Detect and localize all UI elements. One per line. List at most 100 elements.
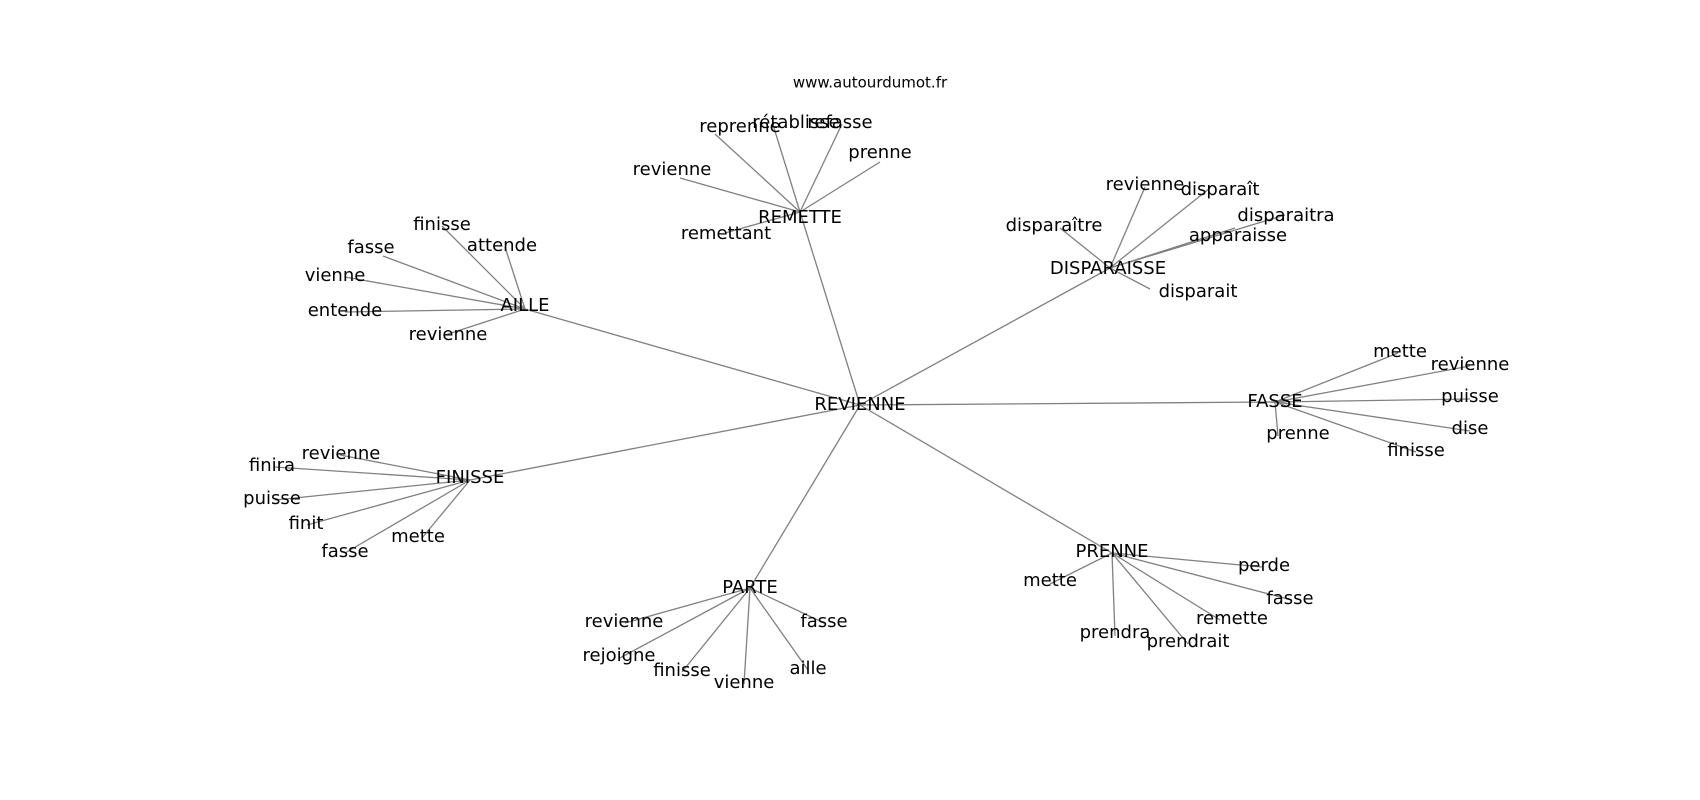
- word-node-label: rétablisse: [752, 112, 839, 133]
- hub-to-word-edge: [1111, 552, 1189, 645]
- center-to-hub-edge: [469, 404, 861, 481]
- word-node-label: remette: [1196, 608, 1268, 629]
- hub-to-word-edge: [1274, 401, 1279, 437]
- word-node-label: disparaît: [1181, 179, 1260, 200]
- hub-node-label: PARTE: [722, 577, 778, 598]
- hub-to-word-edge: [1274, 401, 1471, 432]
- hub-to-word-edge: [724, 211, 801, 234]
- center-to-hub-edge: [524, 308, 861, 406]
- word-node-label: revienne: [633, 159, 712, 180]
- word-node-label: vienne: [714, 672, 775, 693]
- hub-to-word-edge: [504, 246, 526, 310]
- hub-to-word-edge: [1274, 365, 1471, 403]
- hub-to-word-edge: [773, 127, 801, 213]
- word-node-label: finit: [289, 513, 324, 534]
- hub-to-word-edge: [306, 479, 471, 526]
- word-node-label: prenne: [1266, 423, 1329, 444]
- hub-to-word-edge: [1274, 401, 1417, 453]
- hub-to-word-edge: [344, 308, 526, 313]
- center-node-label: REVIENNE: [814, 394, 905, 415]
- center-to-hub-edge: [859, 404, 1113, 554]
- word-node-label: mette: [1373, 341, 1427, 362]
- hub-to-word-edge: [1274, 352, 1399, 403]
- word-node-label: revienne: [302, 443, 381, 464]
- word-node-label: revienne: [585, 611, 664, 632]
- word-node-label: attende: [467, 235, 537, 256]
- hub-to-word-edge: [421, 479, 471, 539]
- hub-to-word-edge: [1111, 552, 1221, 621]
- word-node-label: entende: [308, 300, 383, 321]
- hub-to-word-edge: [1109, 267, 1151, 290]
- word-node-label: mette: [391, 526, 445, 547]
- word-node-label: remettant: [681, 223, 771, 244]
- word-node-label: refasse: [807, 112, 872, 133]
- hub-to-word-edge: [681, 587, 751, 673]
- hub-to-word-edge: [274, 466, 471, 481]
- hub-to-word-edge: [624, 587, 751, 624]
- hub-to-word-edge: [799, 161, 881, 213]
- hub-to-word-edge: [339, 454, 471, 481]
- center-to-hub-edge: [749, 404, 861, 589]
- word-node-label: finisse: [1387, 440, 1445, 461]
- hub-to-word-edge: [1059, 227, 1111, 269]
- word-node-label: dise: [1452, 418, 1489, 439]
- word-node-label: disparaitra: [1237, 205, 1334, 226]
- hub-to-word-edge: [1274, 398, 1471, 403]
- center-to-hub-edge: [859, 267, 1111, 406]
- word-node-label: puisse: [243, 488, 301, 509]
- hub-to-word-edge: [1049, 552, 1113, 585]
- hub-to-word-edge: [344, 276, 526, 310]
- hub-node-label: AILLE: [500, 295, 549, 316]
- source-caption: www.autourdumot.fr: [793, 74, 948, 92]
- graph-edges: [274, 123, 1471, 685]
- hub-node-label: FASSE: [1247, 391, 1302, 412]
- hub-to-word-edge: [382, 255, 526, 310]
- word-node-label: finisse: [653, 660, 711, 681]
- word-node-label: fasse: [347, 237, 394, 258]
- center-to-hub-edge: [859, 401, 1276, 406]
- word-node-label: fasse: [1266, 588, 1313, 609]
- word-node-label: vienne: [305, 265, 366, 286]
- word-node-label: finisse: [413, 214, 471, 235]
- hub-to-word-edge: [441, 225, 526, 310]
- word-node-label: prendrait: [1147, 631, 1230, 652]
- hub-node-label: REMETTE: [758, 207, 842, 228]
- hub-to-word-edge: [679, 177, 801, 213]
- word-node-label: puisse: [1441, 386, 1499, 407]
- hub-to-word-edge: [619, 587, 751, 659]
- center-to-hub-edge: [799, 211, 861, 406]
- hub-to-word-edge: [1111, 552, 1116, 637]
- word-node-label: disparait: [1159, 281, 1238, 302]
- hub-to-word-edge: [1111, 552, 1293, 601]
- word-node-label: apparaisse: [1189, 225, 1287, 246]
- word-node-label: revienne: [1431, 354, 1510, 375]
- word-node-label: revienne: [1106, 174, 1185, 195]
- hub-node-label: DISPARAISSE: [1050, 258, 1166, 279]
- hub-to-word-edge: [749, 587, 809, 671]
- word-node-label: fasse: [321, 541, 368, 562]
- graph-labels: www.autourdumot.fr REVIENNE reprenneréta…: [243, 74, 1509, 694]
- hub-to-word-edge: [714, 133, 801, 213]
- hub-node-label: PRENNE: [1075, 541, 1148, 562]
- hub-to-word-edge: [743, 587, 751, 685]
- word-node-label: prenne: [848, 142, 911, 163]
- word-node-label: perde: [1238, 555, 1290, 576]
- word-node-label: disparaître: [1006, 215, 1103, 236]
- hub-to-word-edge: [1109, 227, 1236, 269]
- word-node-label: mette: [1023, 570, 1077, 591]
- hub-to-word-edge: [1111, 552, 1263, 568]
- hub-to-word-edge: [444, 308, 526, 336]
- word-node-label: prendra: [1080, 622, 1151, 643]
- hub-to-word-edge: [799, 123, 843, 213]
- hub-to-word-edge: [1109, 187, 1211, 269]
- word-node-label: revienne: [409, 324, 488, 345]
- hub-to-word-edge: [344, 479, 471, 554]
- word-node-label: fasse: [800, 611, 847, 632]
- hub-to-word-edge: [274, 479, 471, 501]
- hub-to-word-edge: [1109, 186, 1146, 269]
- word-node-label: rejoigne: [582, 645, 655, 666]
- hub-to-word-edge: [749, 587, 825, 624]
- word-node-label: reprenne: [699, 116, 780, 137]
- word-node-label: finira: [249, 455, 295, 476]
